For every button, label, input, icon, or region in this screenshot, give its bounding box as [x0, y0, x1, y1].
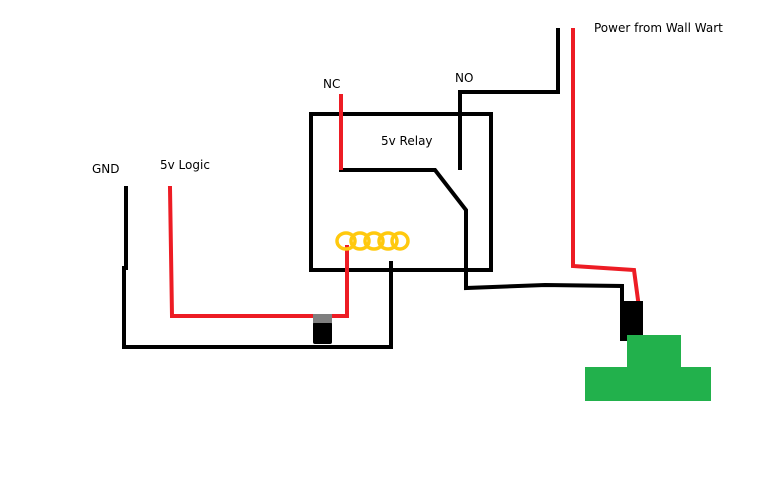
transistor-body [313, 322, 332, 344]
logic-wire [167, 185, 349, 318]
relay-label: 5v Relay [381, 134, 433, 148]
barrel-jack-connector [620, 301, 643, 341]
wall-wart-load [585, 335, 711, 401]
power-positive-wire [571, 28, 641, 303]
ground-bus-wire [122, 261, 393, 349]
relay-contact-armature [339, 168, 624, 304]
relay-coil [335, 231, 410, 251]
nc-label: NC [323, 77, 341, 91]
transistor-top [313, 314, 332, 323]
logic-label: 5v Logic [160, 158, 210, 172]
gnd-label: GND [92, 162, 120, 176]
relay-box [309, 112, 493, 272]
power-ground-wire [458, 28, 560, 170]
power-label: Power from Wall Wart [594, 21, 723, 35]
no-label: NO [455, 71, 474, 85]
